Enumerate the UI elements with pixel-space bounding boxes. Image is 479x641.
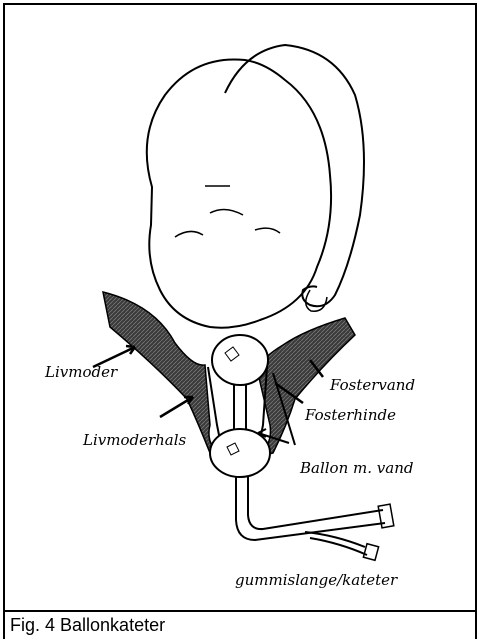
- label-livmoderhals: Livmoderhals: [82, 431, 187, 449]
- label-ballon: Ballon m. vand: [299, 459, 413, 477]
- lower-balloon: [210, 429, 270, 477]
- ballon-catheter-illustration: Livmoder Livmoderhals Fostervand Fosterh…: [5, 5, 475, 610]
- figure-frame: Livmoder Livmoderhals Fostervand Fosterh…: [3, 3, 477, 639]
- cervix-left-wall: [208, 367, 221, 445]
- baby-ear: [306, 290, 327, 311]
- upper-balloon: [212, 335, 268, 385]
- figure-caption: Fig. 4 Ballonkateter: [10, 615, 165, 636]
- label-livmoder: Livmoder: [44, 363, 118, 381]
- label-fosterhinde: Fosterhinde: [304, 406, 396, 424]
- label-slange: gummislange/kateter: [235, 571, 398, 589]
- label-fostervand: Fostervand: [329, 376, 415, 394]
- baby-head: [147, 59, 331, 327]
- catheter-tubing: [236, 477, 385, 540]
- arrow-livmoderhals: [160, 397, 193, 417]
- caption-bar: Fig. 4 Ballonkateter: [5, 610, 475, 639]
